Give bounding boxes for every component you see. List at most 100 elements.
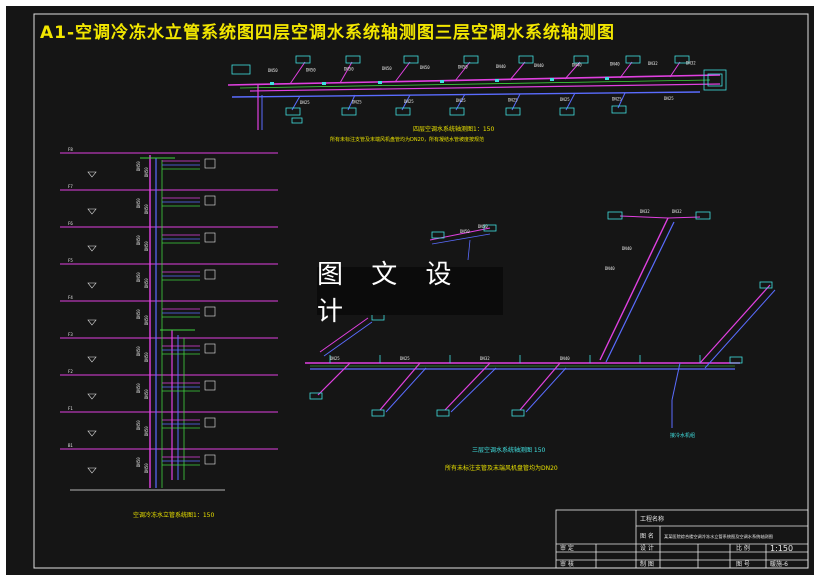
tb-checked-label: 审 核: [560, 560, 574, 568]
third-floor-scale-caption: 三层空调水系统轴测图 150: [472, 447, 546, 454]
floor-label: F8: [68, 147, 73, 152]
pipe-size-label: DN32: [686, 60, 696, 65]
elevation-marker-icon: [87, 319, 97, 326]
tb-project-label: 工程名称: [640, 515, 664, 523]
pipe-size-label: DN50: [136, 309, 141, 319]
tb-drawn-label: 制 图: [640, 560, 654, 568]
tb-scale-value: 1:150: [770, 544, 793, 553]
pipe-size-label: DN50: [460, 229, 470, 234]
pipe-size-label: DN50: [136, 235, 141, 245]
floor-label: F3: [68, 332, 73, 337]
third-floor-note: 所有未标注支管及末端风机盘管均为DN20: [445, 465, 558, 472]
pipe-size-label: DN50: [382, 66, 392, 71]
pipe-size-label: DN25: [456, 98, 466, 103]
pipe-size-label: DN25: [508, 98, 518, 103]
tb-approved-label: 审 定: [560, 544, 574, 552]
fan-coil-symbol: [204, 417, 216, 428]
floor-label: F2: [68, 369, 73, 374]
fan-coil-symbol: [204, 454, 216, 465]
pipe-size-label: DN32: [480, 356, 490, 361]
pipe-size-label: DN50: [136, 272, 141, 282]
pipe-size-label: DN50: [136, 161, 141, 171]
pipe-size-label: DN40: [610, 62, 620, 67]
pipe-size-label: DN25: [330, 356, 340, 361]
pipe-size-label: DN32: [672, 209, 682, 214]
floor-label: F6: [68, 221, 73, 226]
elevation-marker-icon: [87, 430, 97, 437]
tb-sheet-value: 暖施-6: [770, 560, 788, 568]
pipe-size-label: DN50: [144, 426, 149, 436]
pipe-size-label: DN50: [136, 346, 141, 356]
pipe-size-label: DN25: [612, 96, 622, 101]
pipe-size-label: DN50: [136, 198, 141, 208]
pipe-size-label: DN50: [144, 315, 149, 325]
pipe-size-label: DN25: [352, 99, 362, 104]
sheet-border: [33, 13, 809, 569]
elevation-marker-icon: [87, 356, 97, 363]
pipe-size-label: DN25: [400, 356, 410, 361]
tb-drawing-name: 某某医院综合楼空调冷冻水立管系统图及空调水系统轴测图: [664, 533, 773, 540]
pipe-size-label: DN32: [648, 61, 658, 66]
elevation-marker-icon: [87, 393, 97, 400]
elevation-marker-icon: [87, 467, 97, 474]
pipe-size-label: DN50: [144, 167, 149, 177]
pipe-size-label: DN25: [300, 100, 310, 105]
pipe-size-label: DN25: [560, 97, 570, 102]
pipe-size-label: DN40: [605, 266, 615, 271]
pipe-size-label: DN50: [420, 65, 430, 70]
pipe-size-label: DN50: [344, 67, 354, 72]
pipe-size-label: DN50: [144, 204, 149, 214]
pipe-size-label: DN40: [496, 64, 506, 69]
drawing-title: A1-空调冷冻水立管系统图四层空调水系统轴测图三层空调水系统轴测图: [40, 23, 616, 43]
fan-coil-symbol: [204, 380, 216, 391]
elevation-marker-icon: [87, 282, 97, 289]
pipe-size-label: DN50: [144, 352, 149, 362]
riser-note: 接冷水机组: [670, 433, 696, 439]
fan-coil-symbol: [204, 232, 216, 243]
pipe-size-label: DN40: [572, 62, 582, 67]
floor-label: B1: [68, 443, 73, 448]
pipe-size-label: DN50: [144, 278, 149, 288]
pipe-size-label: DN50: [136, 457, 141, 467]
fan-coil-symbol: [204, 269, 216, 280]
pipe-size-label: DN50: [144, 389, 149, 399]
pipe-size-label: DN50: [136, 420, 141, 430]
pipe-size-label: DN50: [136, 383, 141, 393]
pipe-size-label: DN50: [144, 241, 149, 251]
floor-label: F5: [68, 258, 73, 263]
pipe-size-label: DN50: [458, 65, 468, 70]
pipe-size-label: DN40: [622, 246, 632, 251]
floor-label: F4: [68, 295, 73, 300]
fan-coil-symbol: [204, 195, 216, 206]
fourth-floor-scale-caption: 四层空调水系统轴测图1：150: [413, 126, 495, 133]
tb-scale-label: 比 例: [736, 544, 750, 552]
fan-coil-symbol: [204, 306, 216, 317]
pipe-size-label: DN40: [560, 356, 570, 361]
elevation-marker-icon: [87, 208, 97, 215]
elevation-marker-icon: [87, 245, 97, 252]
pipe-size-label: DN25: [664, 96, 674, 101]
tb-designed-label: 设 计: [640, 544, 654, 552]
watermark-stamp: 图 文 设 计: [317, 260, 503, 327]
tb-sheet-label: 图 号: [736, 561, 750, 568]
riser-diagram: F8DN50DN50F7DN50DN50F6DN50DN50F5DN50DN50…: [60, 147, 278, 491]
pipe-size-label: DN50: [478, 224, 488, 229]
riser-scale-caption: 空调冷冻水立管系统图1：150: [133, 512, 215, 519]
floor-label: F7: [68, 184, 73, 189]
pipe-size-label: DN25: [404, 99, 414, 104]
fourth-floor-note: 所有未标注支管及末端风机盘管均为DN20，所有凝结水管坡度按规范: [330, 137, 484, 143]
pipe-size-label: DN50: [268, 68, 278, 73]
fan-coil-symbol: [204, 158, 216, 169]
tb-drawing-label: 图 名: [640, 532, 654, 540]
elevation-marker-icon: [87, 171, 97, 178]
pipe-size-label: DN50: [144, 463, 149, 473]
floor-label: F1: [68, 406, 73, 411]
fan-coil-symbol: [204, 343, 216, 354]
